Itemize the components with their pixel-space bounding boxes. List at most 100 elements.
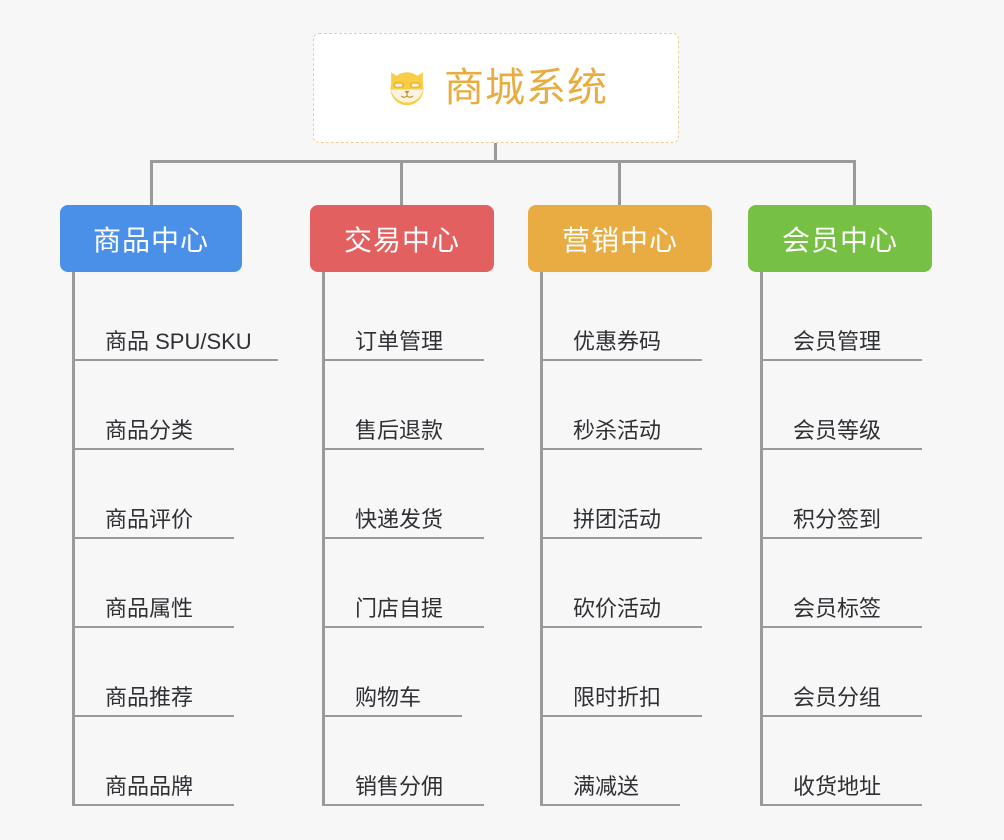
leaf-item-label: 售后退款 — [355, 417, 444, 443]
leaf-item[interactable]: 收货地址 — [760, 717, 944, 806]
leaf-item-label: 商品评价 — [105, 506, 194, 532]
leaf-item[interactable]: 优惠券码 — [540, 272, 724, 361]
leaf-item-label: 门店自提 — [355, 595, 444, 621]
leaf-item[interactable]: 商品评价 — [72, 450, 254, 539]
leaf-item-label: 限时折扣 — [573, 684, 662, 710]
leaf-item[interactable]: 售后退款 — [322, 361, 506, 450]
leaf-item-underline — [322, 448, 484, 450]
category-column-1: 交易中心 订单管理售后退款快递发货门店自提购物车销售分佣 — [310, 205, 494, 806]
leaf-list-2: 优惠券码秒杀活动拼团活动砍价活动限时折扣满减送 — [540, 272, 724, 806]
leaf-item[interactable]: 秒杀活动 — [540, 361, 724, 450]
leaf-item-underline — [540, 804, 680, 806]
column-spine-3 — [760, 272, 763, 806]
category-header-3[interactable]: 会员中心 — [748, 205, 932, 272]
leaf-item[interactable]: 会员标签 — [760, 539, 944, 628]
leaf-list-1: 订单管理售后退款快递发货门店自提购物车销售分佣 — [322, 272, 506, 806]
leaf-item-label: 拼团活动 — [573, 506, 662, 532]
leaf-item[interactable]: 限时折扣 — [540, 628, 724, 717]
trunk-vertical — [494, 143, 497, 163]
leaf-item-underline — [760, 804, 922, 806]
leaf-item-underline — [72, 448, 234, 450]
leaf-item-underline — [72, 804, 234, 806]
root-node[interactable]: 商城系统 — [313, 33, 679, 143]
leaf-item-underline — [760, 448, 922, 450]
leaf-item-underline — [72, 715, 234, 717]
leaf-item-label: 购物车 — [355, 684, 422, 710]
root-title: 商城系统 — [444, 66, 608, 110]
leaf-item-underline — [540, 359, 702, 361]
leaf-item-underline — [760, 359, 922, 361]
leaf-item[interactable]: 门店自提 — [322, 539, 506, 628]
column-spine-0 — [72, 272, 75, 806]
leaf-item-label: 商品分类 — [105, 417, 194, 443]
leaf-item-underline — [322, 626, 484, 628]
leaf-item-label: 会员标签 — [793, 595, 882, 621]
leaf-item-underline — [760, 626, 922, 628]
leaf-item-underline — [72, 626, 234, 628]
category-label: 交易中心 — [343, 224, 460, 256]
leaf-item-label: 订单管理 — [355, 328, 444, 354]
leaf-item-underline — [322, 804, 484, 806]
leaf-item-underline — [72, 359, 278, 361]
leaf-item-label: 商品属性 — [105, 595, 194, 621]
leaf-item[interactable]: 商品品牌 — [72, 717, 254, 806]
leaf-item-underline — [760, 537, 922, 539]
leaf-item-underline — [540, 537, 702, 539]
category-column-3: 会员中心 会员管理会员等级积分签到会员标签会员分组收货地址 — [748, 205, 932, 806]
leaf-item[interactable]: 商品推荐 — [72, 628, 254, 717]
category-header-1[interactable]: 交易中心 — [310, 205, 494, 272]
leaf-item-underline — [322, 537, 484, 539]
leaf-item-underline — [540, 448, 702, 450]
drop-line-4 — [853, 160, 856, 206]
drop-line-3 — [618, 160, 621, 206]
leaf-item-underline — [540, 626, 702, 628]
drop-line-2 — [400, 160, 403, 206]
leaf-item-underline — [322, 715, 462, 717]
leaf-item-label: 快递发货 — [355, 506, 444, 532]
category-label: 会员中心 — [781, 224, 898, 256]
leaf-item[interactable]: 快递发货 — [322, 450, 506, 539]
leaf-item[interactable]: 积分签到 — [760, 450, 944, 539]
leaf-item-label: 商品品牌 — [105, 773, 194, 799]
leaf-item[interactable]: 商品属性 — [72, 539, 254, 628]
leaf-item-label: 销售分佣 — [355, 773, 444, 799]
leaf-item[interactable]: 会员等级 — [760, 361, 944, 450]
leaf-item[interactable]: 购物车 — [322, 628, 506, 717]
column-spine-2 — [540, 272, 543, 806]
leaf-item[interactable]: 订单管理 — [322, 272, 506, 361]
leaf-item-label: 收货地址 — [793, 773, 882, 799]
leaf-item[interactable]: 会员管理 — [760, 272, 944, 361]
leaf-item[interactable]: 会员分组 — [760, 628, 944, 717]
category-column-2: 营销中心 优惠券码秒杀活动拼团活动砍价活动限时折扣满减送 — [528, 205, 712, 806]
leaf-item[interactable]: 商品 SPU/SKU — [72, 272, 278, 361]
leaf-item-label: 秒杀活动 — [573, 417, 662, 443]
category-header-2[interactable]: 营销中心 — [528, 205, 712, 272]
leaf-item-label: 砍价活动 — [573, 595, 662, 621]
leaf-list-0: 商品 SPU/SKU 商品分类商品评价商品属性商品推荐商品品牌 — [72, 272, 278, 806]
leaf-item[interactable]: 商品分类 — [72, 361, 254, 450]
leaf-item[interactable]: 砍价活动 — [540, 539, 724, 628]
category-header-0[interactable]: 商品中心 — [60, 205, 242, 272]
shiba-dog-icon — [390, 72, 424, 106]
leaf-item-underline — [540, 715, 702, 717]
drop-line-1 — [150, 160, 153, 206]
category-label: 营销中心 — [561, 224, 678, 256]
leaf-item[interactable]: 销售分佣 — [322, 717, 506, 806]
leaf-item-underline — [72, 537, 234, 539]
category-label: 商品中心 — [92, 224, 209, 256]
leaf-item[interactable]: 满减送 — [540, 717, 724, 806]
category-column-0: 商品中心 商品 SPU/SKU 商品分类商品评价商品属性商品推荐商品品牌 — [60, 205, 278, 806]
leaf-item-label: 优惠券码 — [573, 328, 662, 354]
column-spine-1 — [322, 272, 325, 806]
leaf-item-label: 积分签到 — [793, 506, 882, 532]
leaf-list-3: 会员管理会员等级积分签到会员标签会员分组收货地址 — [760, 272, 944, 806]
trunk-horizontal — [150, 160, 856, 163]
leaf-item-label: 商品 SPU/SKU — [105, 328, 252, 354]
leaf-item[interactable]: 拼团活动 — [540, 450, 724, 539]
leaf-item-underline — [760, 715, 922, 717]
leaf-item-label: 商品推荐 — [105, 684, 194, 710]
leaf-item-label: 满减送 — [573, 773, 640, 799]
leaf-item-label: 会员等级 — [793, 417, 882, 443]
leaf-item-label: 会员管理 — [793, 328, 882, 354]
